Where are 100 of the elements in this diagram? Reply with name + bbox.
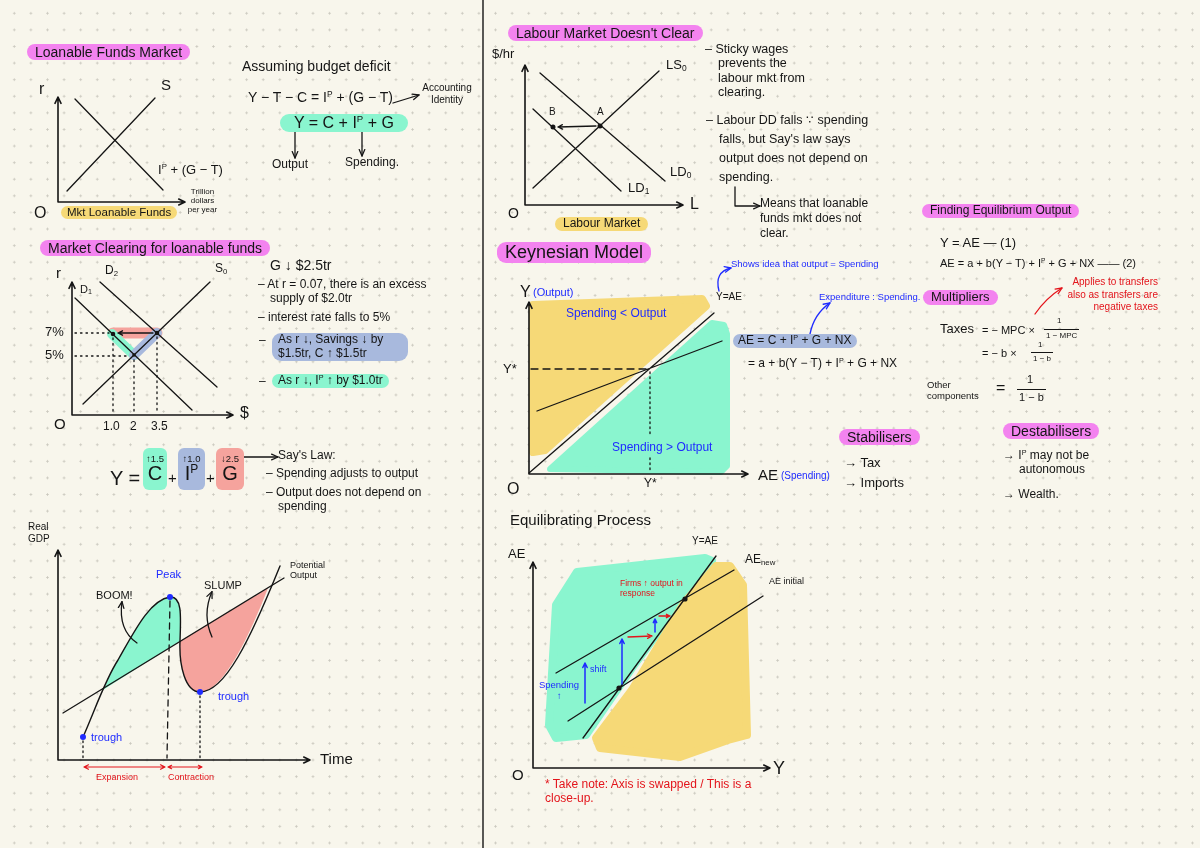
note-heading: Say's Law: <box>278 449 336 463</box>
graph-caption: Labour Market <box>555 217 649 231</box>
list-item: → Tax <box>844 456 881 471</box>
equation-text: + <box>168 469 177 487</box>
arrow <box>243 453 279 461</box>
section-heading: Multipliers <box>923 290 998 305</box>
curve-label: LS$_{0}$ <box>666 58 687 73</box>
origin-label: O <box>54 415 66 433</box>
axis-label: AE <box>508 547 526 562</box>
bullet-dash: – <box>259 334 266 348</box>
annotation-text: Applies to transfers also as transfers are negative taxes <box>1062 276 1158 314</box>
fraction-denominator: 1 − MPC <box>1044 329 1080 341</box>
point-label: A <box>597 106 604 118</box>
note-text: Spending. <box>345 156 400 170</box>
annotation-text: shift <box>590 664 607 675</box>
origin-label: O <box>34 204 47 223</box>
equation-text: Y = AE — (1) <box>940 236 1016 251</box>
point-label: B <box>549 106 556 118</box>
section-heading: Finding Equilibrium Output <box>922 204 1080 218</box>
line-label: Y=AE <box>716 291 742 303</box>
axis-label: (Spending) <box>781 470 830 482</box>
annotation-text: Shows idea that output = Spending <box>731 259 879 270</box>
point-label: trough <box>91 731 123 744</box>
curved-arrow <box>717 266 732 292</box>
fraction-numerator: 1 <box>1038 340 1043 350</box>
axis-label: AE <box>758 466 778 484</box>
annotation-text: Firms ↑ output in response <box>620 579 684 599</box>
equation-term: G <box>222 463 238 485</box>
tick-label: 5% <box>45 348 64 363</box>
origin-label: O <box>512 766 524 784</box>
change-value: ↑1.0 <box>182 453 201 464</box>
arrow <box>291 131 299 159</box>
note-text: G ↓ $2.5tr <box>270 257 332 274</box>
tick-label: 7% <box>45 325 64 340</box>
axis-label: r <box>56 264 61 282</box>
curved-arrow <box>809 302 831 335</box>
section-heading: Keynesian Model <box>497 242 652 263</box>
note-text: – Labour DD falls ∵ spending falls, but Say's law says output does not depend on spending. <box>706 111 884 187</box>
region-label: Spending > Output <box>612 441 713 455</box>
annotation-text: Spending ↑ <box>537 680 581 702</box>
section-heading: Market Clearing for loanable funds <box>40 240 270 257</box>
curve-label: I$^{P}$ + (G − T) <box>158 163 223 178</box>
fraction-denominator: 1 − b <box>1031 352 1053 364</box>
highlighted-note: As r ↓, Savings ↓ by $1.5tr, C ↑ $1.5tr <box>272 333 408 361</box>
note-text: * Take note: Axis is swapped / This is a close-up. <box>545 778 753 806</box>
section-heading: Equilibrating Process <box>510 511 651 529</box>
axis-label: r <box>39 80 45 99</box>
tick-label: Y* <box>644 477 657 491</box>
axis-label: $ <box>240 404 249 423</box>
note-text: Assuming budget deficit <box>242 58 391 75</box>
equation-text: + <box>206 469 215 487</box>
axis-label: $/hr <box>492 47 515 62</box>
curve-label: D$_{1}$ <box>80 283 92 296</box>
line-label: AE initial <box>769 576 804 587</box>
arrow <box>358 131 366 157</box>
curve-label: Potential Output <box>290 560 327 581</box>
section-heading: Loanable Funds Market <box>27 44 191 61</box>
phase-label: Expansion <box>96 772 139 783</box>
highlighted-note: As r ↓, I$^{P}$ ↑ by $1.0tr <box>272 374 389 388</box>
fraction-numerator: 1 <box>1027 373 1034 386</box>
highlight-box <box>143 448 167 490</box>
equation-text: Y = <box>110 467 141 490</box>
note-text: – At r = 0.07, there is an excess supply of $2.0tr <box>258 278 428 306</box>
axis-unit-label: Trillion dollars per year <box>187 187 218 215</box>
arrow <box>1034 287 1063 315</box>
axis-label: Time <box>320 750 353 768</box>
point-label: trough <box>218 690 250 703</box>
equation-text: Other components <box>927 380 980 402</box>
axis-label: (Output) <box>533 286 574 299</box>
tick-label: Y* <box>503 362 517 377</box>
axis-label: Y <box>520 283 531 302</box>
annotation-text: Expenditure : Spending. <box>819 292 921 303</box>
section-heading: Labour Market Doesn't Clear <box>508 25 703 42</box>
axis-label: Real GDP <box>28 521 51 544</box>
tick-label: 1.0 <box>103 420 120 434</box>
fraction-denominator: 1 − b <box>1017 389 1046 404</box>
tick-label: 3.5 <box>151 420 168 434</box>
curved-arrow <box>206 590 213 638</box>
change-value: ↑1.5 <box>146 453 164 464</box>
note-text: Accounting Identity <box>419 82 475 105</box>
bullet-dash: – <box>259 375 266 389</box>
equation-text: = <box>996 379 1006 398</box>
note-text: – Sticky wages prevents the labour mkt from clearing. <box>705 42 806 100</box>
graph-annotation: BOOM! <box>96 589 133 602</box>
axis-label: Y <box>773 758 785 779</box>
curve-label: LD$_{1}$ <box>628 181 650 196</box>
list-item: → Imports <box>844 476 904 491</box>
section-heading: Stabilisers <box>839 429 920 446</box>
curve-label: LD$_{0}$ <box>670 165 692 180</box>
change-value: ↓2.5 <box>221 453 239 464</box>
equation-text: = − MPC × <box>982 324 1035 337</box>
note-text: – Output does not depend on spending <box>266 486 423 514</box>
line-label: Y=AE <box>692 535 718 547</box>
highlighted-equation: Y = C + I$^{P}$ + G <box>280 114 408 133</box>
origin-label: O <box>507 480 520 499</box>
graph-annotation: SLUMP <box>204 579 242 592</box>
equation-term: C <box>147 463 163 485</box>
equation-text: = − b × <box>982 347 1017 360</box>
equation-text: AE = a + b(Y − T) + I$^{P}$ + G + NX —— (2) <box>940 257 1136 270</box>
phase-label: Contraction <box>168 772 215 783</box>
